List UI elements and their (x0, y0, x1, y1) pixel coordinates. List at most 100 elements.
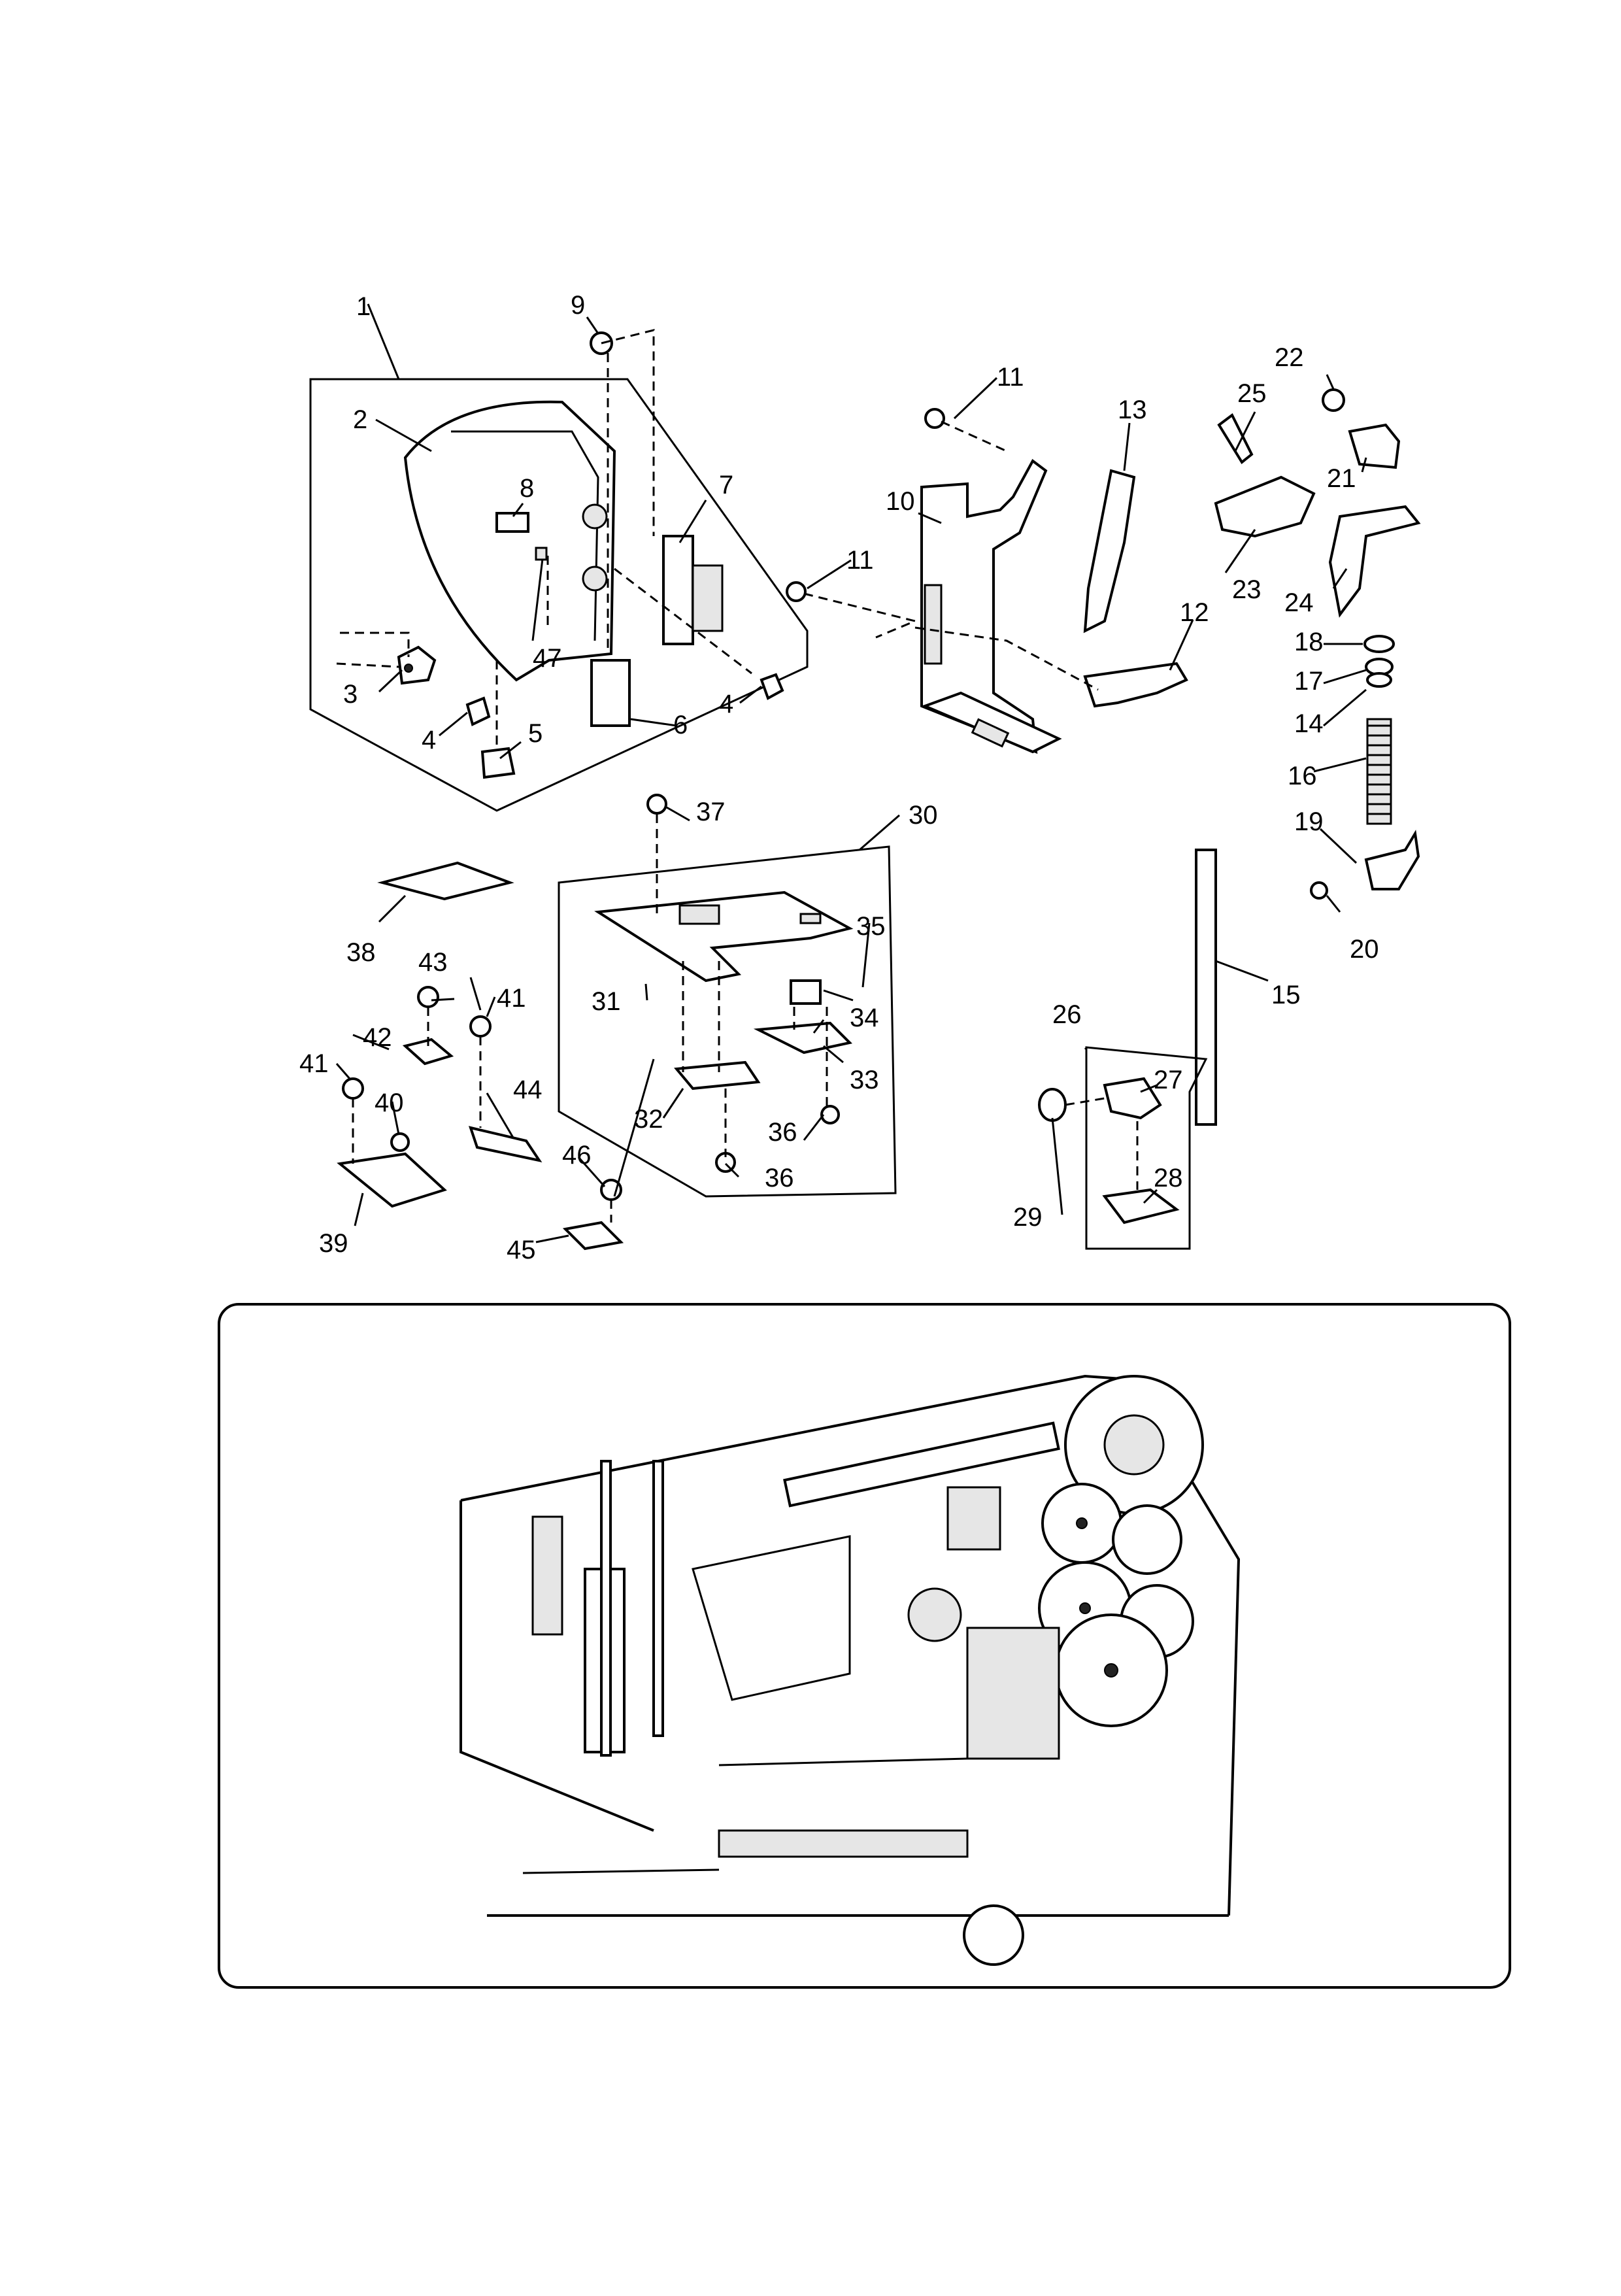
callout-42: 42 (363, 1023, 392, 1052)
callout-26: 26 (1052, 1000, 1082, 1029)
spring-16 (1366, 718, 1392, 825)
callout-20: 20 (1350, 935, 1379, 964)
callout-19: 19 (1294, 807, 1324, 836)
screw-11b (786, 581, 807, 602)
presser-bar-group (1195, 388, 1421, 1126)
callout-13: 13 (1118, 396, 1147, 424)
presser-bar-15 (1195, 849, 1217, 1126)
motor-vent (963, 1904, 1024, 1966)
needle-bar-support-group (786, 408, 1188, 754)
main-shaft (783, 1421, 1060, 1508)
motor-block (966, 1627, 1060, 1760)
callout-12: 12 (1180, 598, 1209, 627)
callout-18: 18 (1294, 628, 1324, 656)
callout-44: 44 (513, 1075, 543, 1104)
callout-7: 7 (719, 471, 733, 499)
part-6 (590, 659, 631, 727)
callout-34: 34 (850, 1004, 879, 1032)
screw-41a (469, 1015, 492, 1038)
callout-27: 27 (1154, 1066, 1183, 1094)
callout-10: 10 (886, 487, 915, 516)
callout-4b: 4 (719, 690, 733, 718)
callout-9: 9 (571, 291, 585, 320)
callout-17: 17 (1294, 667, 1324, 696)
callout-21: 21 (1327, 464, 1356, 493)
part-32 (674, 1060, 761, 1090)
screw-4b (760, 673, 784, 700)
presser-foot-group (1038, 1046, 1208, 1250)
callout-38: 38 (346, 938, 376, 967)
part-24 (1328, 505, 1421, 618)
callout-35: 35 (856, 912, 886, 941)
callout-11a: 11 (997, 363, 1024, 392)
lower-shaft (718, 1829, 969, 1858)
part-13 (1083, 469, 1136, 633)
callout-11b: 11 (846, 546, 874, 575)
part-39 (337, 1152, 447, 1208)
callout-1: 1 (356, 292, 371, 321)
needle-plate-part-31 (594, 890, 854, 983)
screw-20 (1310, 881, 1328, 900)
callout-22: 22 (1275, 343, 1304, 372)
callout-6: 6 (673, 711, 688, 739)
screw-40 (390, 1132, 410, 1152)
part-7-hinge (662, 535, 694, 645)
callout-25: 25 (1237, 379, 1267, 408)
callout-4a: 4 (422, 726, 436, 754)
callout-14: 14 (1294, 709, 1324, 738)
part-44 (468, 1126, 543, 1162)
group-30-outline (558, 845, 897, 1198)
part-5 (480, 747, 516, 779)
callout-30: 30 (909, 801, 938, 830)
callout-43: 43 (418, 948, 448, 977)
callout-8: 8 (520, 474, 534, 503)
screw-11a (924, 408, 945, 429)
callout-37: 37 (696, 798, 726, 826)
screw-37 (646, 794, 667, 815)
callout-36a: 36 (768, 1118, 797, 1147)
callout-3: 3 (343, 680, 358, 709)
part-34 (790, 979, 822, 1005)
callout-45: 45 (507, 1236, 536, 1264)
callout-47: 47 (533, 644, 562, 673)
screw-43 (417, 986, 439, 1008)
inset-frame (218, 1303, 1511, 1989)
part-38 (377, 861, 514, 901)
group-1-outline (309, 378, 809, 812)
callout-33: 33 (850, 1066, 879, 1094)
callout-46: 46 (562, 1141, 592, 1170)
part-33 (753, 1021, 853, 1055)
part-8 (495, 512, 529, 533)
face-cover-group (309, 329, 809, 812)
callout-labels: 1 2 3 4 4 5 6 7 8 9 10 11 11 12 13 14 15… (299, 291, 1379, 1264)
needle-plate-group (558, 794, 897, 1198)
screw-36a (820, 1105, 840, 1124)
callout-5: 5 (528, 719, 543, 748)
callout-32: 32 (634, 1105, 663, 1134)
group-26-outline (1085, 1046, 1208, 1250)
part-28 (1102, 1188, 1180, 1224)
part-3 (397, 645, 437, 685)
part-14 (1366, 672, 1392, 688)
screw-41b (342, 1077, 364, 1100)
part-18 (1363, 635, 1395, 653)
part-12 (1083, 662, 1188, 708)
callout-36b: 36 (765, 1164, 794, 1192)
callout-15: 15 (1271, 981, 1301, 1009)
part-19 (1364, 830, 1420, 890)
leader-lines (335, 303, 1367, 1243)
callout-24: 24 (1284, 588, 1314, 617)
screw-22 (1322, 388, 1345, 412)
callout-28: 28 (1154, 1164, 1183, 1192)
face-cover-part-2 (403, 400, 616, 682)
callout-31: 31 (592, 987, 621, 1016)
callout-23: 23 (1232, 575, 1262, 604)
callout-2: 2 (353, 405, 367, 434)
callout-39: 39 (319, 1229, 348, 1258)
callout-16: 16 (1288, 762, 1317, 790)
feed-dog-parts-group (337, 861, 624, 1251)
callout-41b: 41 (299, 1049, 329, 1078)
screw-29 (1038, 1088, 1067, 1122)
